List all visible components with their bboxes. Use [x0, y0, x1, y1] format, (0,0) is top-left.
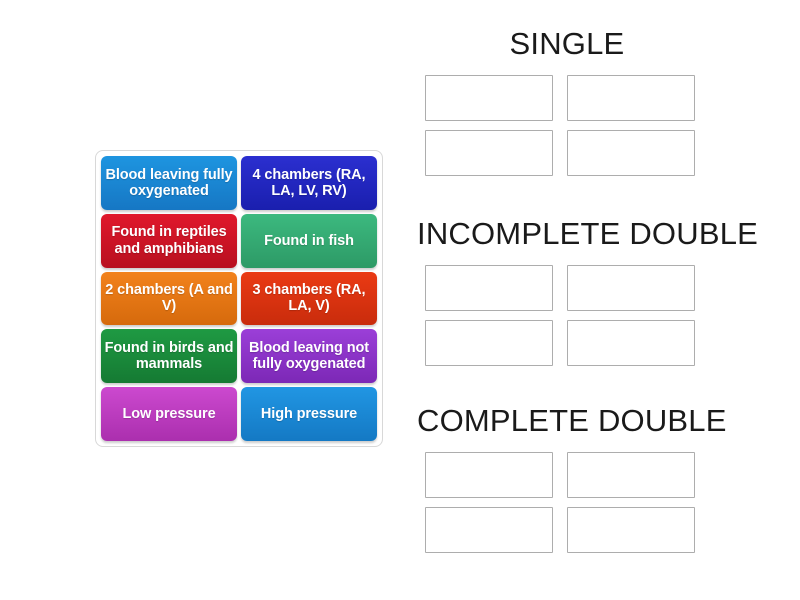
tile-blood-leaving-not-fully-oxygenated[interactable]: Blood leaving not fully oxygenated	[241, 329, 377, 384]
dropzone-complete-double-1[interactable]	[425, 451, 553, 498]
tile-label: Found in reptiles and amphibians	[111, 224, 227, 257]
tile-label: 3 chambers (RA, LA, V)	[252, 282, 366, 315]
category-title: INCOMPLETE DOUBLE	[417, 216, 759, 251]
category-title: SINGLE	[509, 26, 625, 61]
category-complete-double: COMPLETE DOUBLE	[417, 403, 727, 553]
tile-label: 4 chambers (RA, LA, LV, RV)	[252, 166, 366, 199]
tile-2-chambers[interactable]: 2 chambers (A and V)	[101, 271, 237, 326]
dropzone-grid-single	[425, 74, 717, 176]
dropzone-incomplete-double-4[interactable]	[567, 319, 695, 366]
tile-low-pressure[interactable]: Low pressure	[101, 387, 237, 441]
tile-found-in-fish[interactable]: Found in fish	[241, 213, 377, 268]
category-incomplete-double: INCOMPLETE DOUBLE	[417, 216, 759, 366]
tile-3-chambers[interactable]: 3 chambers (RA, LA, V)	[241, 271, 377, 326]
category-title: COMPLETE DOUBLE	[417, 403, 727, 438]
dropzone-incomplete-double-1[interactable]	[425, 264, 553, 311]
tile-bank-panel: Blood leaving fully oxygenated 4 chamber…	[95, 150, 383, 447]
dropzone-complete-double-3[interactable]	[425, 506, 553, 553]
tile-label: Blood leaving not fully oxygenated	[249, 340, 369, 373]
dropzone-single-3[interactable]	[425, 129, 553, 176]
tile-label: High pressure	[260, 405, 358, 422]
dropzone-single-4[interactable]	[567, 129, 695, 176]
tile-found-in-birds-and-mammals[interactable]: Found in birds and mammals	[101, 329, 237, 384]
dropzone-single-1[interactable]	[425, 74, 553, 121]
dropzone-incomplete-double-2[interactable]	[567, 264, 695, 311]
tile-label: Found in fish	[264, 232, 354, 249]
tile-found-in-reptiles-and-amphibians[interactable]: Found in reptiles and amphibians	[101, 213, 237, 268]
dropzone-incomplete-double-3[interactable]	[425, 319, 553, 366]
tile-high-pressure[interactable]: High pressure	[241, 387, 377, 441]
dropzone-grid-incomplete-double	[425, 264, 717, 366]
category-single: SINGLE	[417, 26, 717, 176]
tile-grid: Blood leaving fully oxygenated 4 chamber…	[101, 156, 377, 441]
dropzone-single-2[interactable]	[567, 74, 695, 121]
tile-4-chambers[interactable]: 4 chambers (RA, LA, LV, RV)	[241, 156, 377, 210]
tile-blood-leaving-fully-oxygenated[interactable]: Blood leaving fully oxygenated	[101, 156, 237, 210]
tile-label: Low pressure	[122, 405, 216, 422]
tile-label: Found in birds and mammals	[104, 340, 234, 373]
tile-label: 2 chambers (A and V)	[105, 282, 233, 315]
dropzone-complete-double-4[interactable]	[567, 506, 695, 553]
tile-label: Blood leaving fully oxygenated	[105, 166, 233, 199]
dropzone-complete-double-2[interactable]	[567, 451, 695, 498]
dropzone-grid-complete-double	[425, 451, 717, 553]
